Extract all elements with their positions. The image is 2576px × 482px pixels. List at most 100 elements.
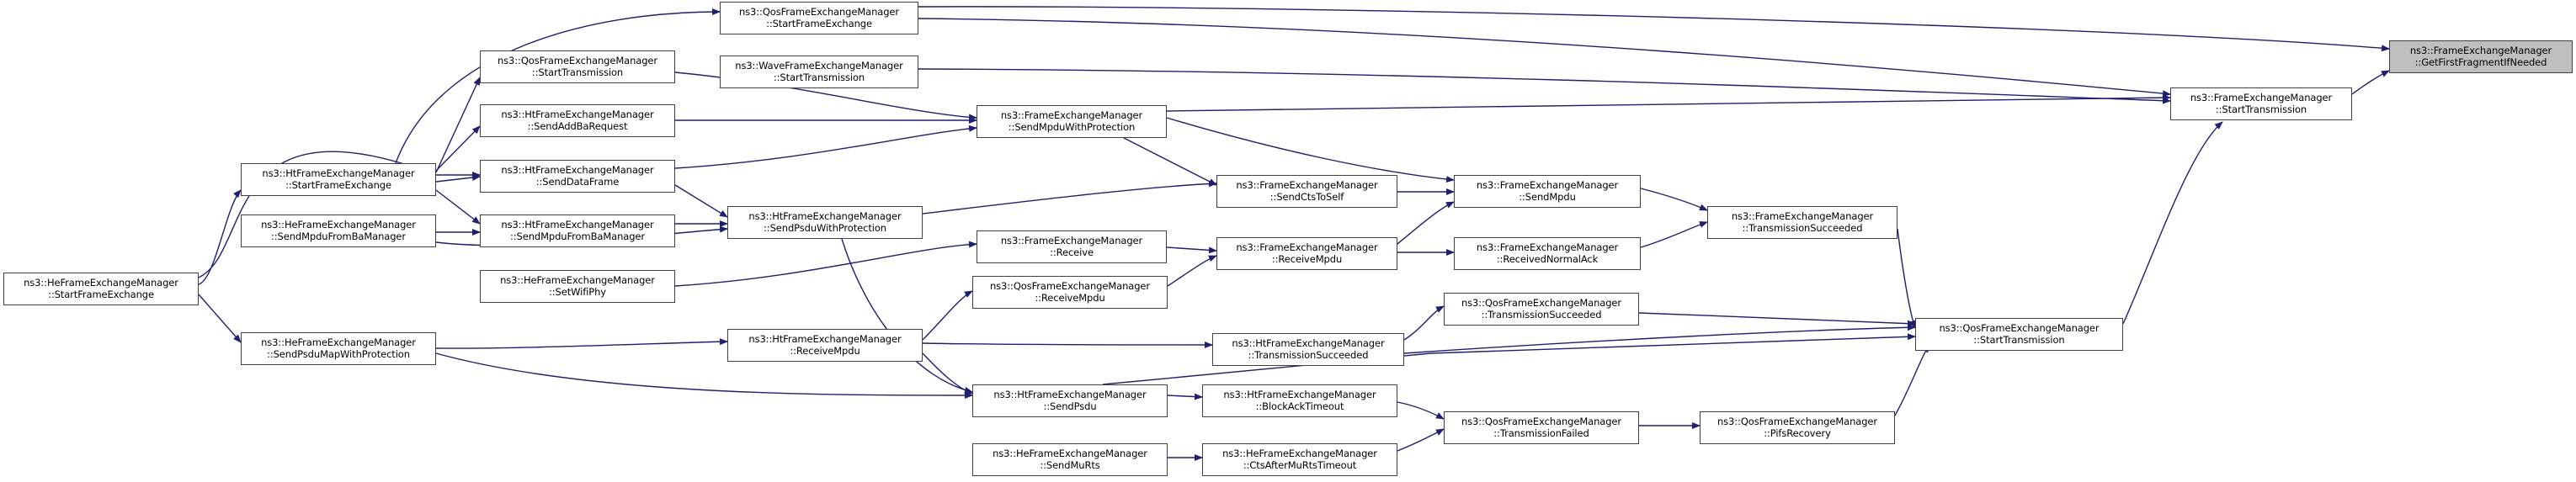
call-edge xyxy=(1403,305,1445,341)
graph-node-qos_startframeexchange[interactable]: ns3::QosFrameExchangeManager::StartFrame… xyxy=(720,2,918,34)
graph-node-ht_receivempdu[interactable]: ns3::HtFrameExchangeManager::ReceiveMpdu xyxy=(727,329,923,362)
graph-node-fem_sendctstoself[interactable]: ns3::FrameExchangeManager::SendCtsToSelf xyxy=(1216,175,1397,208)
node-class-label: ns3::QosFrameExchangeManager xyxy=(1939,322,2100,334)
node-class-label: ns3::FrameExchangeManager xyxy=(1236,179,1378,191)
graph-node-fem_getfirstfragmentifneeded[interactable]: ns3::FrameExchangeManager::GetFirstFragm… xyxy=(2389,40,2573,73)
call-edge xyxy=(198,189,242,285)
graph-node-fem_sendmpdu[interactable]: ns3::FrameExchangeManager::SendMpdu xyxy=(1454,175,1641,208)
graph-node-ht_sendpsduwithprotection[interactable]: ns3::HtFrameExchangeManager::SendPsduWit… xyxy=(727,206,923,239)
node-method-label: ::SendMpduWithProtection xyxy=(1008,120,1136,133)
call-edge xyxy=(1638,312,1916,327)
call-edge xyxy=(1894,344,1930,416)
node-class-label: ns3::HeFrameExchangeManager xyxy=(261,219,416,230)
node-class-label: ns3::HtFrameExchangeManager xyxy=(501,109,654,120)
node-class-label: ns3::QosFrameExchangeManager xyxy=(1716,416,1878,427)
node-method-label: ::GetFirstFragmentIfNeeded xyxy=(2414,56,2547,68)
node-class-label: ns3::HtFrameExchangeManager xyxy=(748,210,902,222)
graph-node-qos_transmissionfailed[interactable]: ns3::QosFrameExchangeManager::Transmissi… xyxy=(1444,411,1639,444)
graph-node-qos_transmissionsucceeded[interactable]: ns3::QosFrameExchangeManager::Transmissi… xyxy=(1444,293,1639,326)
call-edge xyxy=(1123,137,1217,186)
graph-node-wave_starttransmission[interactable]: ns3::WaveFrameExchangeManager::StartTran… xyxy=(720,56,918,88)
graph-node-qos_pifsrecovery[interactable]: ns3::QosFrameExchangeManager::PifsRecove… xyxy=(1700,411,1895,444)
call-edge xyxy=(1397,428,1445,452)
node-method-label: ::SendMpduFromBaManager xyxy=(270,230,407,242)
call-edge xyxy=(1640,188,1708,211)
node-method-label: ::TransmissionFailed xyxy=(1493,426,1589,439)
graph-node-fem_receive[interactable]: ns3::FrameExchangeManager::Receive xyxy=(977,230,1167,263)
node-method-label: ::SetWifiPhy xyxy=(548,285,607,298)
call-edge xyxy=(918,18,2171,98)
node-class-label: ns3::FrameExchangeManager xyxy=(2409,45,2552,56)
graph-node-he_ctsaftermurtstimeout[interactable]: ns3::HeFrameExchangeManager::CtsAfterMuR… xyxy=(1202,443,1397,476)
node-method-label: ::SendDataFrame xyxy=(535,175,620,188)
call-edge xyxy=(1167,255,1217,287)
node-class-label: ns3::HtFrameExchangeManager xyxy=(1232,337,1385,349)
node-method-label: ::TransmissionSucceeded xyxy=(1481,308,1602,320)
graph-node-ht_sendmpdufrombamanager[interactable]: ns3::HtFrameExchangeManager::SendMpduFro… xyxy=(480,215,675,247)
node-method-label: ::StartFrameExchange xyxy=(48,288,154,300)
node-class-label: ns3::FrameExchangeManager xyxy=(2190,92,2333,103)
node-class-label: ns3::HeFrameExchangeManager xyxy=(500,274,655,286)
node-method-label: ::Receive xyxy=(1050,246,1094,258)
graph-node-he_sendpsdumapwithprotection[interactable]: ns3::HeFrameExchangeManager::SendPsduMap… xyxy=(241,332,436,365)
call-edge xyxy=(674,124,977,169)
node-method-label: ::StartTransmission xyxy=(531,66,624,78)
node-method-label: ::SendPsduMapWithProtection xyxy=(267,347,410,360)
node-class-label: ns3::HeFrameExchangeManager xyxy=(261,336,416,348)
node-class-label: ns3::HtFrameExchangeManager xyxy=(748,333,902,345)
graph-node-fem_receivempdu[interactable]: ns3::FrameExchangeManager::ReceiveMpdu xyxy=(1216,237,1397,270)
graph-node-he_sendmpdufrombamanager[interactable]: ns3::HeFrameExchangeManager::SendMpduFro… xyxy=(241,215,436,247)
graph-node-ht_sendpsdu[interactable]: ns3::HtFrameExchangeManager::SendPsdu xyxy=(972,384,1168,417)
graph-node-fem_starttransmission[interactable]: ns3::FrameExchangeManager::StartTransmis… xyxy=(2170,87,2352,120)
call-edge xyxy=(1166,246,1217,254)
node-method-label: ::CtsAfterMuRtsTimeout xyxy=(1243,458,1357,471)
node-class-label: ns3::HtFrameExchangeManager xyxy=(262,167,415,179)
graph-node-fem_transmissionsucceeded[interactable]: ns3::FrameExchangeManager::TransmissionS… xyxy=(1707,206,1897,239)
node-method-label: ::SendMpdu xyxy=(1519,190,1576,203)
node-method-label: ::TransmissionSucceeded xyxy=(1248,348,1369,361)
node-method-label: ::StartTransmission xyxy=(1973,333,2065,346)
node-class-label: ns3::QosFrameExchangeManager xyxy=(738,6,900,18)
graph-node-qos_starttransmission_left[interactable]: ns3::QosFrameExchangeManager::StartTrans… xyxy=(480,50,675,83)
node-method-label: ::PifsRecovery xyxy=(1764,426,1831,439)
node-method-label: ::StartFrameExchange xyxy=(285,178,391,191)
call-edge xyxy=(922,341,1213,348)
node-class-label: ns3::FrameExchangeManager xyxy=(1236,241,1378,253)
call-edge xyxy=(1167,393,1203,400)
graph-node-ht_senddataframe[interactable]: ns3::HtFrameExchangeManager::SendDataFra… xyxy=(480,160,675,193)
node-class-label: ns3::QosFrameExchangeManager xyxy=(1461,297,1622,309)
graph-node-he_startframeexchange[interactable]: ns3::HeFrameExchangeManager::StartFrameE… xyxy=(3,273,199,305)
graph-node-ht_transmissionsucceeded[interactable]: ns3::HtFrameExchangeManager::Transmissio… xyxy=(1212,333,1404,366)
call-edge xyxy=(922,352,973,395)
call-edge xyxy=(1397,401,1445,420)
node-method-label: ::TransmissionSucceeded xyxy=(1742,221,1863,234)
graph-node-fem_sendmpduwithprotection[interactable]: ns3::FrameExchangeManager::SendMpduWithP… xyxy=(977,105,1167,138)
node-class-label: ns3::HtFrameExchangeManager xyxy=(1223,389,1376,400)
call-edge xyxy=(922,290,973,341)
graph-node-ht_startframeexchange[interactable]: ns3::HtFrameExchangeManager::StartFrameE… xyxy=(241,163,436,196)
call-edge xyxy=(841,238,973,394)
node-method-label: ::SendCtsToSelf xyxy=(1269,190,1344,203)
call-edge xyxy=(435,77,481,173)
graph-node-fem_receivednormalack[interactable]: ns3::FrameExchangeManager::ReceivedNorma… xyxy=(1454,237,1641,270)
node-class-label: ns3::HeFrameExchangeManager xyxy=(1222,448,1377,459)
graph-node-he_setwifiphy[interactable]: ns3::HeFrameExchangeManager::SetWifiPhy xyxy=(480,270,675,303)
graph-node-ht_sendaddbarequest[interactable]: ns3::HtFrameExchangeManager::SendAddBaRe… xyxy=(480,104,675,137)
node-method-label: ::StartTransmission xyxy=(773,71,865,83)
call-edge xyxy=(922,180,1217,215)
graph-node-ht_blockacktimeout[interactable]: ns3::HtFrameExchangeManager::BlockAckTim… xyxy=(1202,384,1397,417)
node-class-label: ns3::HeFrameExchangeManager xyxy=(24,277,178,289)
node-class-label: ns3::HeFrameExchangeManager xyxy=(993,448,1147,459)
call-edge xyxy=(2122,121,2223,325)
graph-node-qos_receivempdu[interactable]: ns3::QosFrameExchangeManager::ReceiveMpd… xyxy=(972,276,1168,309)
node-method-label: ::SendPsdu xyxy=(1043,400,1097,412)
node-method-label: ::StartTransmission xyxy=(2215,103,2307,115)
graph-node-qos_starttransmission_right[interactable]: ns3::QosFrameExchangeManager::StartTrans… xyxy=(1915,318,2123,351)
node-method-label: ::SendPsduWithProtection xyxy=(764,221,886,234)
node-class-label: ns3::QosFrameExchangeManager xyxy=(1461,416,1622,427)
node-method-label: ::ReceivedNormalAck xyxy=(1496,252,1599,265)
node-method-label: ::ReceiveMpdu xyxy=(790,344,860,357)
graph-node-he_sendmurts[interactable]: ns3::HeFrameExchangeManager::SendMuRts xyxy=(972,443,1168,476)
call-edge xyxy=(435,189,481,225)
